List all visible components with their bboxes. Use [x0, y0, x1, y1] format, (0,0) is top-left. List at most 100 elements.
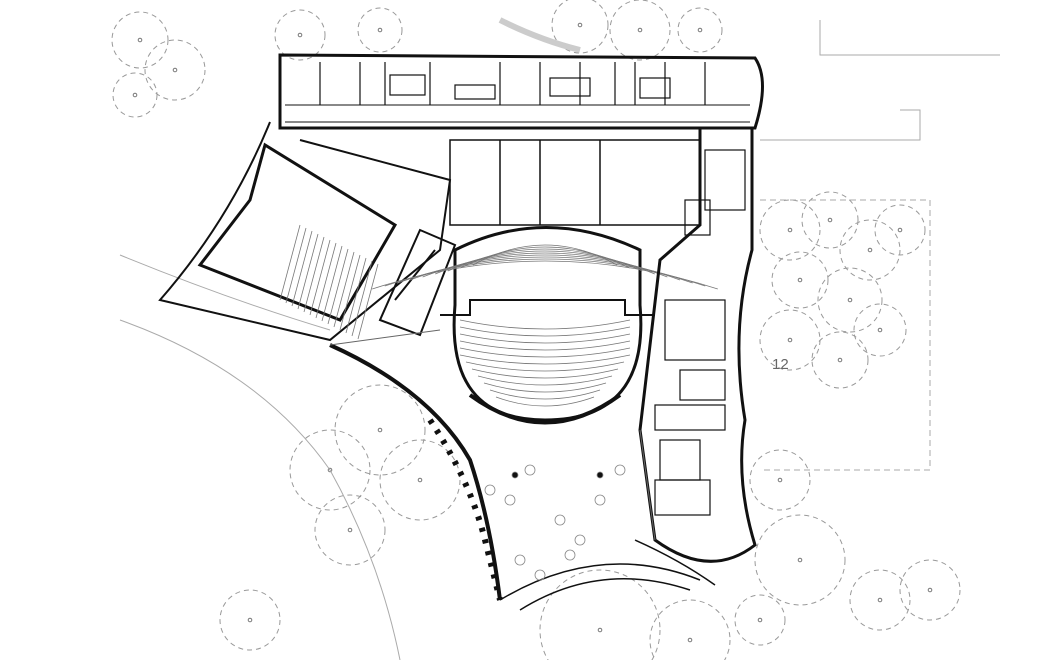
auditorium-seating [372, 244, 718, 407]
tree-trunk [847, 297, 853, 303]
north-corridor [285, 104, 750, 123]
lecture-hall-seating [279, 224, 379, 340]
column [596, 471, 604, 479]
east-wing-outline [638, 126, 757, 563]
lounge-seat [564, 549, 576, 561]
seat-row [357, 263, 379, 340]
tree-canopy [771, 251, 829, 309]
tree-trunk [787, 337, 793, 343]
table [389, 74, 426, 96]
room [704, 149, 746, 211]
tree-trunk [377, 427, 383, 433]
tree-trunk [297, 32, 303, 38]
room [684, 199, 711, 236]
room [679, 369, 726, 401]
tree-canopy [314, 494, 386, 566]
tree-trunk [697, 27, 703, 33]
tree-canopy [111, 11, 169, 69]
tree-trunk [687, 637, 693, 643]
tree-canopy [219, 589, 281, 651]
tree-trunk [247, 617, 253, 623]
tree-trunk [757, 617, 763, 623]
lecture-hall-outline [197, 142, 398, 322]
tree-canopy [144, 39, 206, 101]
seat-row-lower [459, 333, 631, 344]
seat-row [297, 233, 319, 310]
tree-canopy [874, 204, 926, 256]
north-wing-outline [278, 53, 764, 130]
column [511, 471, 519, 479]
room [659, 439, 701, 481]
tree-canopy [649, 599, 731, 660]
seat-row [285, 227, 307, 304]
seat-row-lower [459, 354, 631, 365]
seat-row-lower [465, 361, 625, 372]
seat-row-lower [459, 326, 631, 337]
seat-row-upper [372, 260, 718, 290]
lobby-furniture [484, 464, 626, 581]
tree-canopy [289, 429, 371, 511]
seat-row-lower [471, 368, 619, 379]
seat-row [315, 242, 337, 319]
tree-canopy [357, 7, 403, 53]
tree-canopy [811, 331, 869, 389]
lobby-block [449, 139, 701, 226]
tree-trunk [837, 357, 843, 363]
seat-row [327, 248, 349, 325]
seat-row [291, 230, 313, 307]
tree-trunk [417, 477, 423, 483]
seat-row-lower [459, 340, 631, 351]
tree-canopy [539, 569, 661, 660]
seat-row-lower [483, 382, 607, 393]
lounge-seat [594, 494, 606, 506]
south-facade [329, 343, 502, 601]
tree-canopy [677, 7, 723, 53]
tree-trunk [897, 227, 903, 233]
seat-row [339, 254, 361, 331]
tree-canopy [754, 514, 846, 606]
lobby-boundary [329, 329, 656, 541]
tree-trunk [787, 227, 793, 233]
tree-canopy [609, 0, 671, 61]
lounge-seat [514, 554, 526, 566]
seat-row [333, 251, 355, 328]
service-core [378, 228, 457, 337]
seat-row-lower [477, 375, 613, 386]
south-facade-fins [427, 418, 503, 601]
tree-canopy [551, 0, 609, 54]
tree-trunk [927, 587, 933, 593]
seat-row-lower [489, 389, 601, 400]
tree-canopy [274, 9, 326, 61]
tree-canopy [801, 191, 859, 249]
tree-canopy [334, 384, 426, 476]
lounge-seat [554, 514, 566, 526]
room [664, 299, 726, 361]
tree-trunk [377, 27, 383, 33]
tree-canopy [849, 569, 911, 631]
tree-canopy [759, 309, 821, 371]
tree-canopy [853, 303, 907, 357]
tree-canopy [759, 199, 821, 261]
tree-trunk [797, 557, 803, 563]
seat-row [351, 260, 373, 337]
seat-row [321, 245, 343, 322]
building [158, 53, 764, 611]
auditorium-back-wall [468, 393, 622, 425]
tree-canopy [817, 267, 883, 333]
table [549, 77, 591, 97]
lounge-seat [484, 484, 496, 496]
lounge-seat [534, 569, 546, 581]
lounge-seat [614, 464, 626, 476]
tree-trunk [137, 37, 143, 43]
lounge-seat [504, 494, 516, 506]
tree-trunk [797, 277, 803, 283]
tree-trunk [577, 22, 583, 28]
tree-trunk [172, 67, 178, 73]
tree-trunk [637, 27, 643, 33]
seat-row [309, 239, 331, 316]
tree-canopy [899, 559, 961, 621]
tree-canopy [112, 72, 158, 118]
lounge-seat [524, 464, 536, 476]
seat-row-lower [459, 319, 631, 330]
